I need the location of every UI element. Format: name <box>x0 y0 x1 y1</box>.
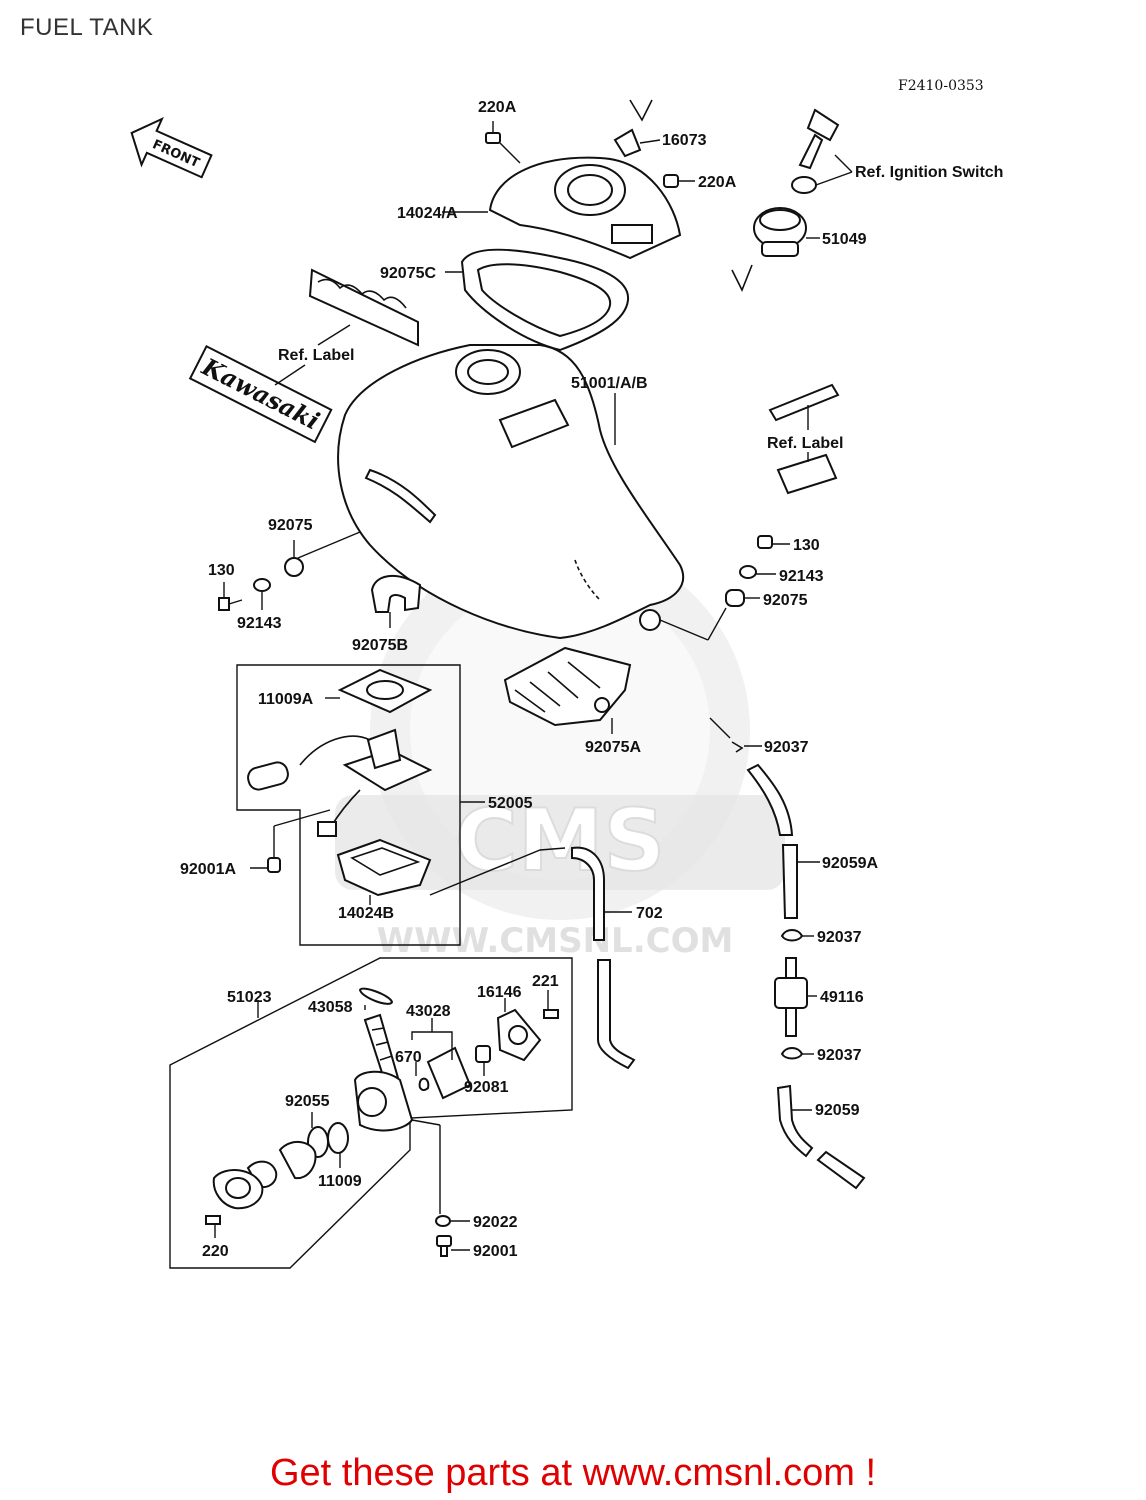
grommet-92075-left <box>284 557 304 577</box>
watermark-cms-text: CMS <box>455 791 666 891</box>
label-43028: 43028 <box>406 1003 451 1020</box>
bolt-220a-top <box>485 121 521 164</box>
hose-upper-right <box>746 763 794 836</box>
ignition-key-icon <box>791 108 840 194</box>
assembly-box-52005 <box>236 664 461 946</box>
hose-end-piece <box>816 1150 866 1190</box>
label-49116: 49116 <box>820 989 864 1006</box>
oring-43058 <box>358 987 394 1005</box>
label-ref-label-left: Ref. Label <box>278 347 354 364</box>
label-92075C: 92075C <box>380 265 436 282</box>
label-11009A: 11009A <box>258 691 314 708</box>
tray-14024b <box>336 838 432 897</box>
label-92022: 92022 <box>473 1214 518 1231</box>
label-16146: 16146 <box>477 984 522 1001</box>
kawasaki-emblem-text: Kawasaki <box>197 351 325 435</box>
fuel-tank-parts-diagram: CMS WWW.CMSNL.COM F2410-0353 FRONT 220A … <box>130 78 1003 1269</box>
cmsnl-watermark: CMS WWW.CMSNL.COM <box>335 540 785 961</box>
label-92075-right: 92075 <box>763 592 808 609</box>
label-92075B: 92075B <box>352 637 408 654</box>
fuel-filter-49116 <box>774 957 808 1037</box>
screw-220 <box>205 1215 221 1225</box>
label-52005: 52005 <box>488 795 533 812</box>
bracket-92075a <box>503 646 632 727</box>
label-220A-top: 220A <box>478 99 517 116</box>
front-arrow-icon: FRONT <box>130 117 213 179</box>
footer-promo-link[interactable]: Get these parts at www.cmsnl.com ! <box>269 1452 877 1494</box>
washer-92143-left <box>253 578 271 592</box>
oring-670 <box>418 1077 430 1091</box>
plate-43028 <box>426 1046 472 1100</box>
check-mark-icon <box>731 264 753 292</box>
gasket-11009 <box>327 1122 349 1154</box>
label-11009: 11009 <box>318 1173 362 1190</box>
label-92075A: 92075A <box>585 739 641 756</box>
bolt-92001 <box>436 1235 452 1257</box>
hose-702 <box>571 846 636 1070</box>
hose-92059a <box>781 844 798 919</box>
label-702: 702 <box>636 905 663 922</box>
label-92143-right: 92143 <box>779 568 824 585</box>
washer-92022 <box>435 1215 451 1227</box>
label-14024B: 14024B <box>338 905 394 922</box>
damper-92075b <box>370 574 422 613</box>
label-92001: 92001 <box>473 1243 518 1260</box>
clamp-92037-b <box>780 929 804 942</box>
gasket-11009a <box>337 668 433 714</box>
screw-221 <box>543 1009 559 1019</box>
page-title: FUEL TANK <box>20 14 154 41</box>
label-51023: 51023 <box>227 989 272 1006</box>
label-14024A: 14024/A <box>397 205 458 222</box>
label-92143-left: 92143 <box>237 615 282 632</box>
watermark-url-text: WWW.CMSNL.COM <box>377 921 734 961</box>
fuel-strainer-flange <box>212 1141 317 1210</box>
label-92037-b: 92037 <box>817 929 862 946</box>
label-130-right: 130 <box>793 537 820 554</box>
label-ref-label-right: Ref. Label <box>767 435 843 452</box>
fuel-level-sender <box>247 728 433 837</box>
grommet-92075-right <box>725 589 745 607</box>
clip-16073 <box>613 128 642 158</box>
fuel-tank-51001 <box>337 344 685 640</box>
screw-92001a <box>267 857 281 873</box>
label-ref-ignition-switch: Ref. Ignition Switch <box>855 164 1003 181</box>
label-16073: 16073 <box>662 132 707 149</box>
hose-92059 <box>776 1084 814 1158</box>
label-670: 670 <box>395 1049 422 1066</box>
label-92075-left: 92075 <box>268 517 313 534</box>
ref-label-right-stickers <box>768 383 840 495</box>
label-92059: 92059 <box>815 1102 860 1119</box>
label-220-bottom: 220 <box>202 1243 229 1260</box>
label-92037-a: 92037 <box>764 739 809 756</box>
ref-label-sticker <box>308 268 419 347</box>
label-51049: 51049 <box>822 231 867 248</box>
fuel-cock-body <box>353 1013 414 1132</box>
label-220A-right: 220A <box>698 174 737 191</box>
label-92037-c: 92037 <box>817 1047 862 1064</box>
label-92055: 92055 <box>285 1093 330 1110</box>
gasket-92075c <box>460 248 630 352</box>
bolt-130-left <box>218 597 243 611</box>
bolt-130-right <box>757 535 773 549</box>
fuel-cap-51049 <box>753 207 807 257</box>
clamp-92037-a <box>731 741 744 753</box>
washer-92143-right <box>739 565 757 579</box>
label-221: 221 <box>532 973 559 990</box>
label-92001A: 92001A <box>180 861 236 878</box>
clamp-92037-c <box>780 1047 804 1060</box>
label-92059A: 92059A <box>822 855 878 872</box>
label-130-left: 130 <box>208 562 235 579</box>
bolt-220a-right <box>663 174 679 188</box>
figure-code: F2410-0353 <box>898 78 984 94</box>
spring-92081 <box>475 1045 491 1063</box>
check-mark-icon <box>629 99 653 122</box>
label-51001AB: 51001/A/B <box>571 375 648 392</box>
label-92081: 92081 <box>464 1079 509 1096</box>
tank-cover-14024a <box>488 156 682 260</box>
label-43058: 43058 <box>308 999 353 1016</box>
